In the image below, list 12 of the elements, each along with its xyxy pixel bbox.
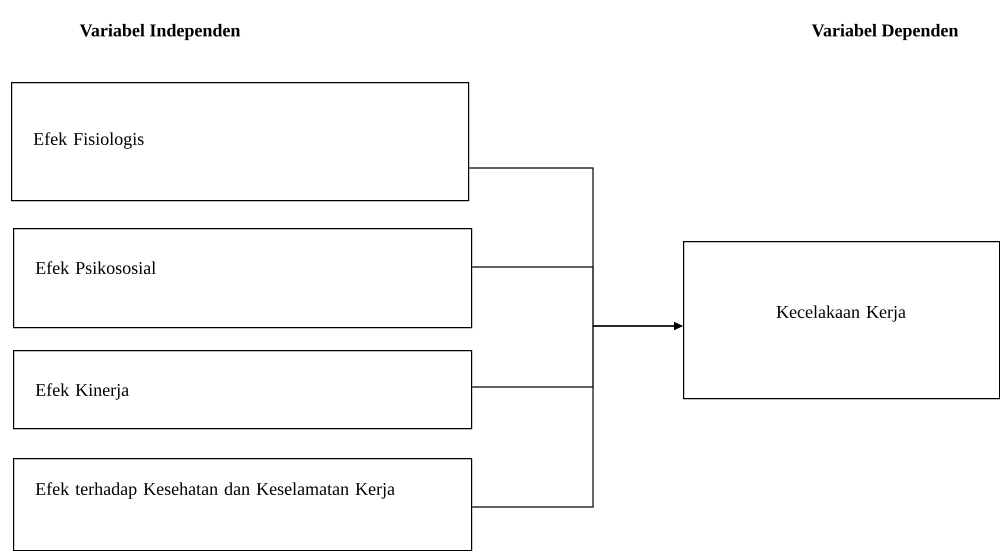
box-text: Efek terhadap Kesehatan dan Keselamatan Kerja — [36, 482, 395, 499]
box-text: Kecelakaan Kerja — [776, 305, 906, 322]
box-text: Efek Kinerja — [36, 383, 129, 400]
box — [11, 82, 470, 202]
column-heading: Variabel Independen — [80, 24, 240, 40]
box — [683, 241, 1000, 400]
box-text: Efek Fisiologis — [34, 132, 144, 149]
box — [13, 350, 472, 430]
box — [13, 458, 472, 551]
box — [13, 228, 472, 328]
box-text: Efek Psikososial — [36, 261, 156, 274]
column-heading: Variabel Dependen — [812, 24, 958, 40]
